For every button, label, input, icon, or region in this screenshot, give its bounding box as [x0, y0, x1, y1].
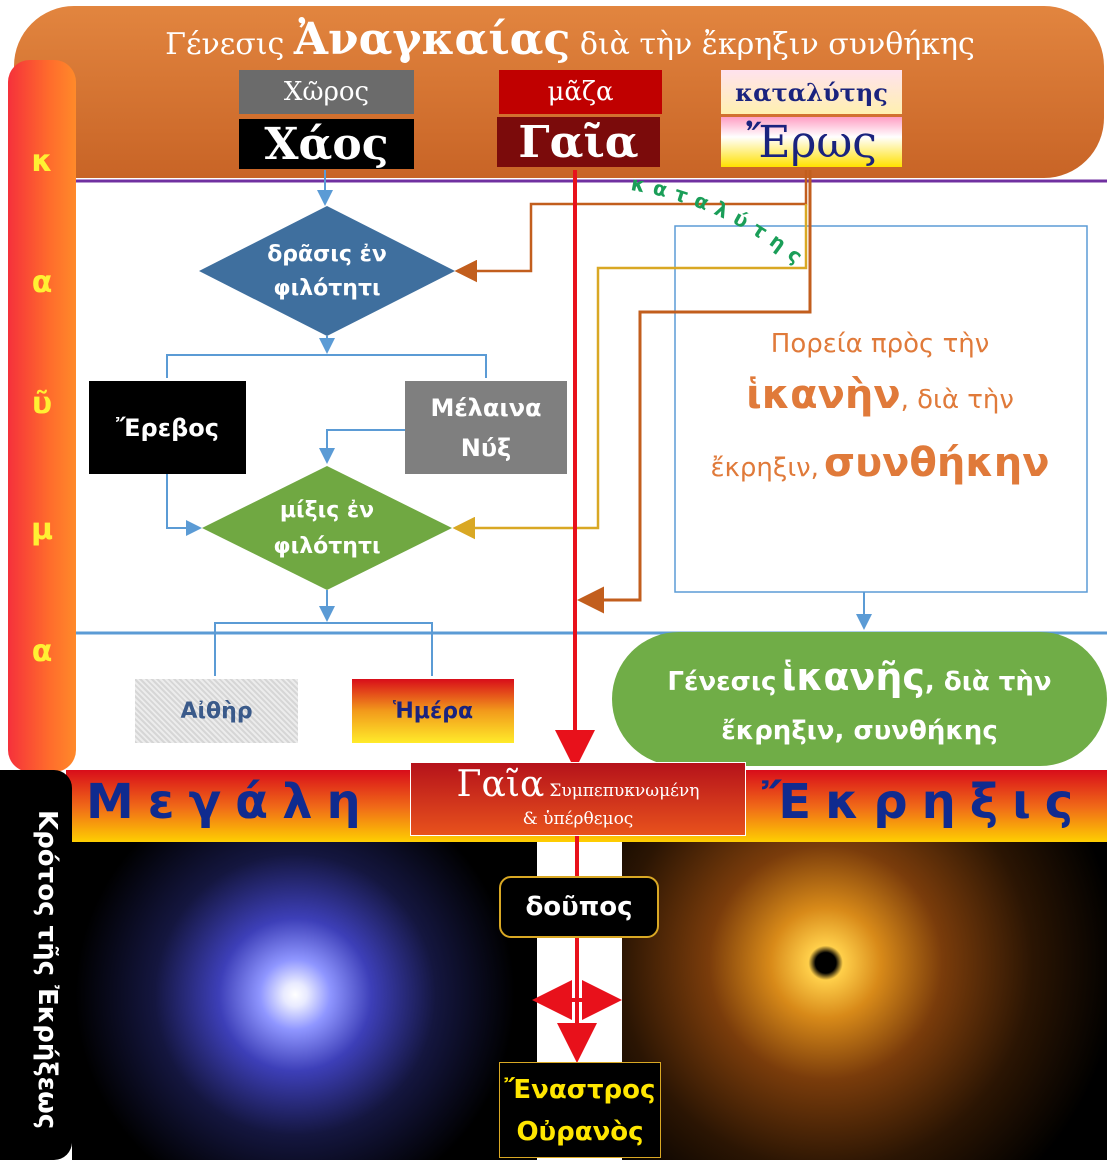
- side-letter-5: α: [31, 634, 53, 669]
- path-line-2-rest: , διὰ τὴν: [900, 385, 1014, 415]
- mixing-diamond-text: μίξις ἐν φιλότητι: [273, 498, 381, 559]
- space-name: Χάος: [239, 119, 414, 170]
- path-frame: [674, 225, 1088, 593]
- side-band: [8, 60, 76, 772]
- catalyst-arrow-mixing: [452, 204, 808, 540]
- path-emphasis-2: συνθήκην: [824, 440, 1050, 486]
- starry-sky-line-1: Ἔναστρος: [504, 1075, 656, 1105]
- path-line-1: Πορεία πρὸς τὴν: [770, 329, 990, 359]
- catalyst-arc: καταλύτης: [629, 171, 805, 273]
- catalyst-label: καταλύτης: [721, 70, 902, 114]
- space-label: Χῶρος: [239, 70, 414, 114]
- starry-sky-line-2: Οὐρανὸς: [516, 1117, 644, 1147]
- genesis-line-1: Γένεσις ἱκανῆς, διὰ τὴν: [612, 652, 1107, 710]
- krotos-band: [0, 770, 72, 1160]
- side-letter-4: μ: [30, 512, 54, 547]
- action-diamond-shape: [199, 206, 455, 336]
- genesis-emphasis: ἱκανῆς: [781, 655, 925, 699]
- gaia-compressed-desc-2: & ὑπέρθεμος: [522, 809, 634, 829]
- path-line-3: ἔκρηξιν, συνθήκην: [680, 432, 1080, 502]
- path-emphasis-1: ἱκανὴν: [746, 372, 901, 418]
- gaia-compressed-desc-1: Συμπεπυκνωμένη: [549, 781, 700, 801]
- gaia-compressed-name: Γαῖα: [456, 764, 545, 805]
- action-diamond-text: δρᾶσις ἐν φιλότητι: [267, 242, 387, 301]
- krotos-label: Κρότος τῆς Ἐκρήξεως: [32, 810, 62, 1130]
- aither-box: Αἰθὴρ: [135, 679, 298, 743]
- doupos-box: δοῦπος: [499, 876, 659, 938]
- gaia-compressed-box: Γαῖα Συμπεπυκνωμένη & ὑπέρθεμος: [410, 762, 746, 836]
- starry-sky-box: Ἔναστρος Οὐρανὸς: [499, 1062, 661, 1158]
- big-bang-word-1: Μεγάλη: [86, 774, 375, 830]
- conn-split: [166, 354, 487, 378]
- conn-split-2: [214, 622, 433, 676]
- catalyst-arrow-action: [454, 170, 808, 283]
- genesis-rest: , διὰ τὴν: [924, 667, 1052, 697]
- header-prefix: Γένεσις: [165, 27, 285, 62]
- path-line-2: ἱκανὴν, διὰ τὴν: [680, 366, 1080, 432]
- catalyst-name: Ἔρως: [721, 117, 902, 168]
- mass-label: μᾶζα: [499, 70, 662, 114]
- catalyst-arrow-path: [577, 170, 812, 614]
- header-suffix: διὰ τὴν ἔκρηξιν συνθήκης: [579, 27, 975, 62]
- big-bang-word-2: Ἔκρηξις: [762, 774, 1088, 830]
- conn-erebos-mixing: [166, 474, 202, 536]
- side-letter-1: κ: [31, 144, 53, 179]
- mixing-diamond-shape: [202, 466, 452, 590]
- genesis-line-2: ἔκρηξιν, συνθήκης: [721, 716, 998, 746]
- firework-image: [622, 842, 1107, 1160]
- genesis-prefix: Γένεσις: [667, 667, 777, 697]
- genesis-oval: Γένεσις ἱκανῆς, διὰ τὴν ἔκρηξιν, συνθήκη…: [612, 632, 1107, 766]
- mass-name: Γαῖα: [497, 117, 660, 168]
- side-letter-3: ῦ: [31, 386, 53, 421]
- side-letter-2: α: [31, 265, 53, 300]
- header-emphasis: Ἀναγκαίας: [293, 14, 571, 65]
- path-text: Πορεία πρὸς τὴν ἱκανὴν, διὰ τὴν ἔκρηξιν,…: [680, 322, 1080, 502]
- header-title: Γένεσις Ἀναγκαίας διὰ τὴν ἔκρηξιν συνθήκ…: [60, 14, 1080, 65]
- night-box: Μέλαινα Νύξ: [405, 381, 567, 474]
- erebos-box: Ἔρεβος: [89, 381, 246, 474]
- starburst-image: [72, 842, 537, 1160]
- path-line-3-start: ἔκρηξιν,: [710, 453, 819, 483]
- hemera-box: Ἡμέρα: [352, 679, 514, 743]
